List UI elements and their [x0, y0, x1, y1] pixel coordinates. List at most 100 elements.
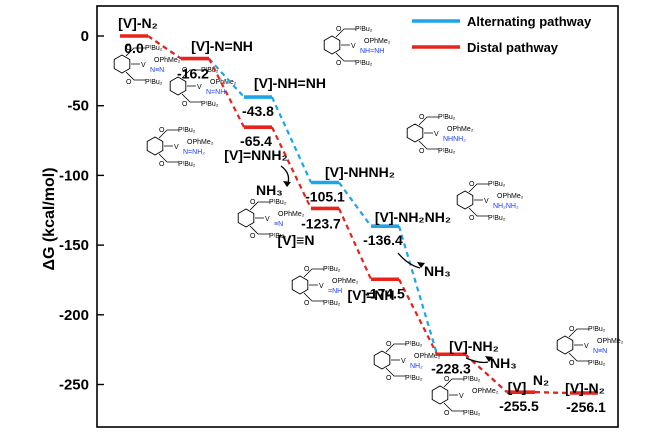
- aryl-ring: [556, 335, 574, 355]
- state-label: [V]-NH₂NH₂: [375, 209, 451, 225]
- ligand-label: ≡N: [274, 221, 283, 228]
- state-label: [V]-NH₂: [449, 338, 499, 354]
- oxygen-label: O: [126, 45, 132, 52]
- phosphine-label: PᵗBu₂: [145, 79, 163, 86]
- oxygen-label: O: [182, 101, 188, 108]
- ether-label: OPhMe₂: [332, 278, 359, 285]
- metal-label: V: [484, 198, 489, 205]
- ether-label: OPhMe₂: [278, 211, 305, 218]
- value-label: -174.5: [365, 285, 405, 301]
- nh3-arrowhead: [417, 262, 425, 268]
- phosphine-label: PᵗBu₂: [201, 101, 219, 108]
- aryl-ring: [237, 208, 255, 228]
- pincer-bonds: [385, 343, 406, 377]
- state-label: [V]-N₂: [118, 15, 158, 31]
- oxygen-label: O: [419, 114, 425, 121]
- oxygen-label: O: [336, 26, 342, 33]
- connector-alternating: [397, 225, 439, 355]
- oxygen-label: O: [159, 161, 165, 168]
- ligand-label: N=NH: [206, 89, 225, 96]
- ligand-label: NH=NH: [360, 48, 384, 55]
- plot-frame: [96, 5, 619, 428]
- pincer-bonds: [303, 268, 324, 302]
- value-label: -256.1: [566, 399, 606, 415]
- state-label: [V]-NH=NH: [254, 75, 326, 91]
- nh3-arrow: [465, 357, 489, 364]
- value-label: -65.4: [240, 133, 272, 149]
- pincer-bonds: [568, 328, 589, 362]
- molecule-structures: O O PᵗBu₂ PᵗBu₂ V OPhMe₂ N≡N O O PᵗBu₂ PᵗBu₂ V OPhMe…: [113, 26, 624, 417]
- phosphine-label: PᵗBu₂: [588, 360, 606, 367]
- phosphine-label: PᵗBu₂: [588, 326, 606, 333]
- pincer-bonds: [468, 183, 489, 217]
- metal-label: V: [141, 62, 146, 69]
- ligand-label: NH₂NH₂: [493, 203, 519, 210]
- ether-label: OPhMe₂: [187, 139, 214, 146]
- connector-distal: [337, 207, 373, 280]
- y-tick-label: -150: [59, 237, 89, 254]
- connector-alternating: [270, 96, 313, 183]
- ether-label: OPhMe₂: [447, 126, 474, 133]
- state-label: [V]: [508, 379, 527, 395]
- oxygen-label: O: [444, 376, 450, 383]
- connector-distal: [208, 58, 245, 128]
- ether-label: OPhMe₂: [497, 193, 524, 200]
- oxygen-label: O: [182, 67, 188, 74]
- aryl-ring: [431, 385, 449, 405]
- aryl-ring: [323, 35, 341, 55]
- phosphine-label: PᵗBu₂: [269, 199, 287, 206]
- metal-label: V: [174, 144, 179, 151]
- connector-distal: [271, 126, 312, 209]
- metal-label: V: [265, 216, 270, 223]
- state-label: [V]≡N: [278, 232, 315, 248]
- phosphine-label: PᵗBu₂: [405, 341, 423, 348]
- oxygen-label: O: [386, 375, 392, 382]
- nh3-arrow: [397, 252, 421, 269]
- nh3-arrowhead: [485, 356, 493, 362]
- ligand-label: N≡N: [593, 348, 607, 355]
- oxygen-label: O: [419, 148, 425, 155]
- phosphine-label: PᵗBu₂: [438, 114, 456, 121]
- phosphine-label: PᵗBu₂: [201, 67, 219, 74]
- legend-label-alternating: Alternating pathway: [467, 14, 592, 29]
- phosphine-label: PᵗBu₂: [323, 300, 341, 307]
- ether-label: OPhMe₂: [210, 79, 237, 86]
- phosphine-label: PᵗBu₂: [405, 375, 423, 382]
- connector-distal: [534, 391, 571, 395]
- oxygen-label: O: [304, 300, 310, 307]
- oxygen-label: O: [304, 266, 310, 273]
- ether-label: OPhMe₂: [597, 338, 624, 345]
- pincer-bonds: [125, 47, 146, 81]
- value-label: 0.0: [124, 40, 144, 56]
- oxygen-label: O: [386, 341, 392, 348]
- aryl-ring: [113, 54, 131, 74]
- oxygen-label: O: [159, 127, 165, 134]
- value-labels: 0.0-16.2-43.8-65.4-105.1-123.7-136.4-174…: [124, 40, 606, 415]
- phosphine-label: PᵗBu₂: [145, 45, 163, 52]
- energy-levels: [120, 34, 598, 395]
- phosphine-label: PᵗBu₂: [178, 127, 196, 134]
- pincer-bonds: [443, 378, 464, 412]
- y-tick-label: -100: [59, 167, 89, 184]
- pincer-bonds: [181, 69, 202, 103]
- pincer-bonds: [249, 201, 270, 235]
- ligand-label: N≡N: [150, 67, 164, 74]
- y-tick-label: 0: [81, 28, 89, 45]
- oxygen-label: O: [569, 326, 575, 333]
- nh3-label: NH₃: [490, 355, 517, 371]
- ether-label: OPhMe₂: [364, 38, 391, 45]
- nh3-arrowhead: [283, 181, 291, 187]
- aryl-ring: [456, 190, 474, 210]
- oxygen-label: O: [250, 199, 256, 206]
- value-label: -16.2: [177, 66, 209, 82]
- ligand-label: NHNH₂: [443, 136, 466, 143]
